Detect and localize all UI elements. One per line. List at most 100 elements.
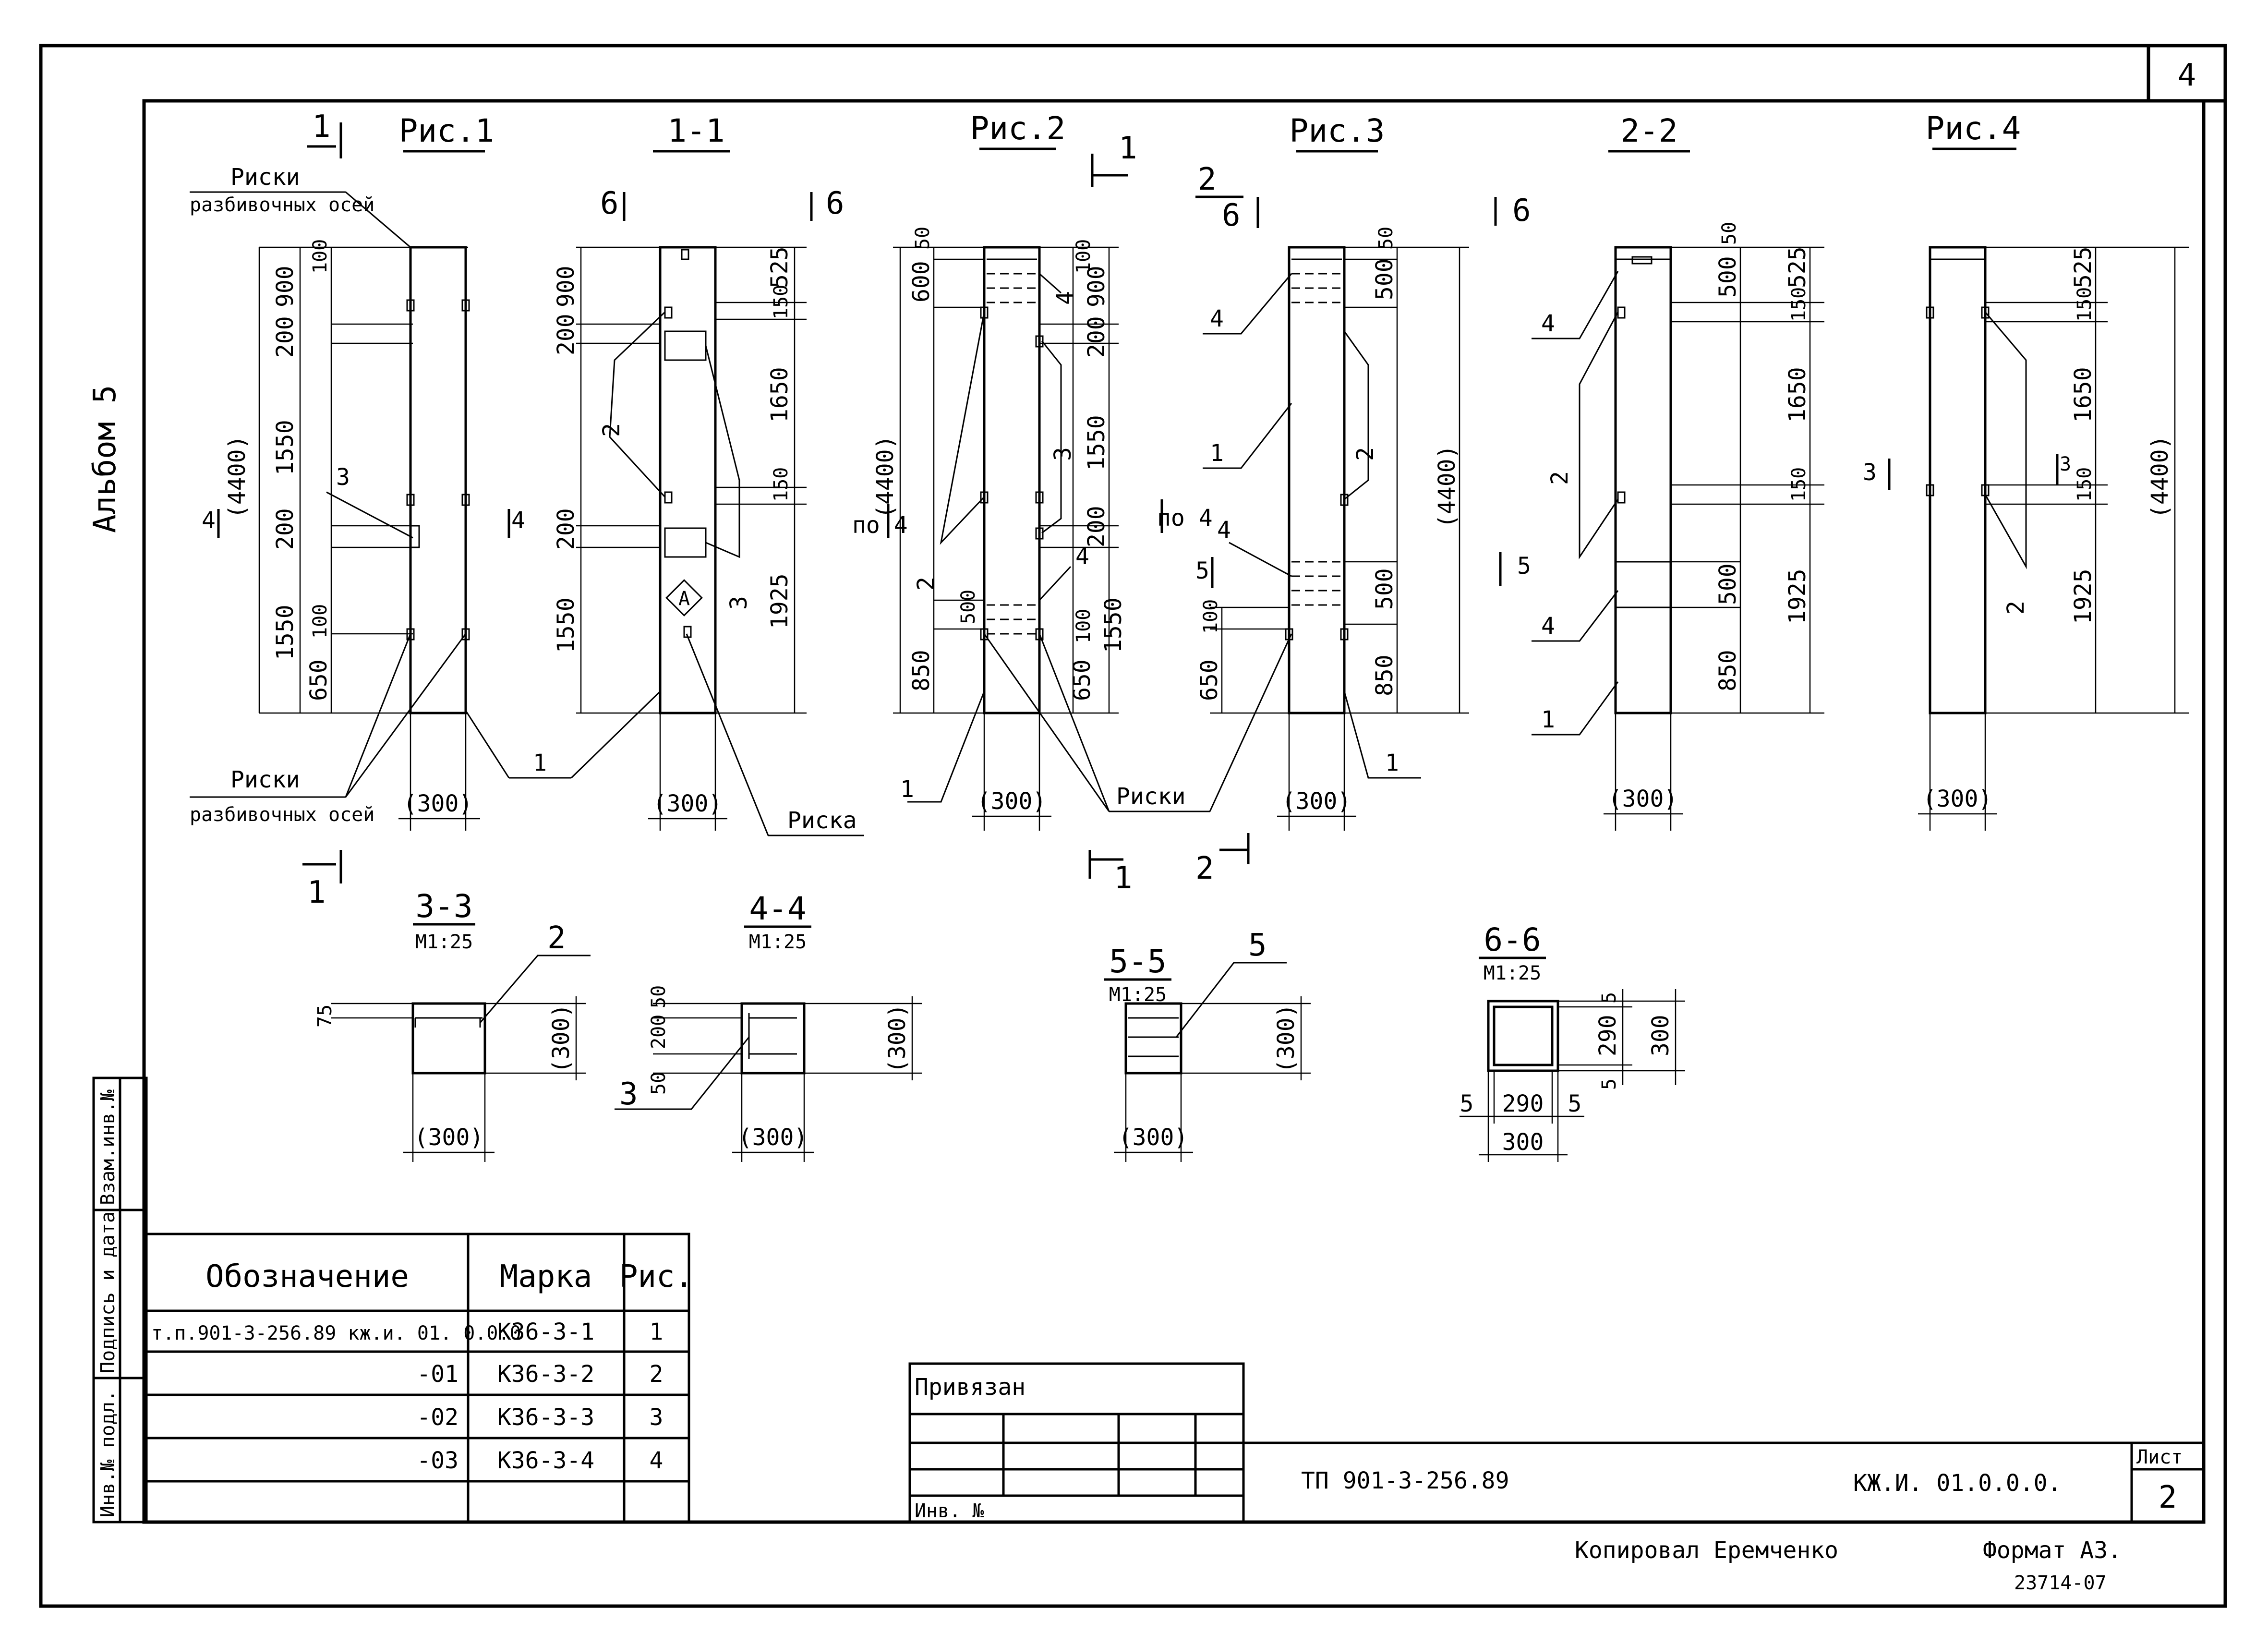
- fig2-dim-650: 650: [1069, 659, 1096, 701]
- spec-header-mark: Марка: [500, 1259, 592, 1294]
- spec-table: Обозначение Марка Рис. т.п.901-3-256.89 …: [145, 1233, 693, 1524]
- fig4-dim-150a: 150: [2074, 287, 2096, 322]
- sec11-title: 1-1: [667, 112, 724, 149]
- sec55-dim-right: (300): [1273, 1004, 1300, 1074]
- fig4-dim-150b: 150: [2074, 467, 2096, 502]
- sec44-leader: 3: [619, 1077, 638, 1112]
- table-row-2-fig: 2: [650, 1361, 664, 1388]
- section-5-5: 5-5 М1:25 (300) (300) 5: [1104, 928, 1311, 1162]
- sec44-square: [740, 1002, 806, 1075]
- table-row-1-mark: К36-3-1: [497, 1318, 594, 1345]
- fig4-mark-3: 3: [1863, 459, 1877, 486]
- sec22-num2: 2: [1546, 471, 1573, 485]
- fig2-dim-600: 600: [908, 261, 935, 302]
- sec55-scale: М1:25: [1109, 984, 1167, 1006]
- sec66-dim-b5b: 5: [1568, 1090, 1582, 1117]
- sec66-dim-b290: 290: [1502, 1090, 1544, 1117]
- fig2-column-body: [983, 246, 1041, 714]
- fig3-mark-6r: 6: [1512, 193, 1531, 229]
- fig3-num1b: 1: [1385, 750, 1399, 776]
- fig2-dim-500: 500: [957, 590, 979, 624]
- fig2-dim-850: 850: [908, 650, 935, 691]
- fig1-dim-200a: 200: [272, 508, 299, 550]
- corner-number: 4: [2178, 58, 2196, 93]
- sec33-dim-bottom: (300): [414, 1124, 484, 1151]
- sec11-num3: 3: [725, 596, 752, 610]
- corner-box: [2147, 44, 2227, 103]
- fig1-dim-100b: 100: [309, 604, 331, 639]
- fig2-dim-50: 50: [912, 227, 934, 250]
- sec66-dim-r290: 290: [1594, 1015, 1621, 1056]
- figure-2: Рис.2 1 (4400) 50 600 500 850 по 4: [852, 110, 1292, 896]
- sec33-square: [411, 1002, 486, 1075]
- sec11-width: (300): [653, 790, 723, 817]
- fig3-mark-bottom: 2: [1195, 851, 1214, 886]
- fig3-dim-850: 850: [1371, 654, 1398, 696]
- fig2-dim-100b: 100: [1073, 609, 1095, 643]
- fig1-title: Рис.1: [399, 112, 495, 149]
- sec22-dim-1925: 1925: [1784, 568, 1811, 624]
- fig2-title: Рис.2: [970, 110, 1066, 147]
- fig3-height: (4400): [1434, 445, 1460, 528]
- sec66-scale: М1:25: [1484, 962, 1541, 984]
- privyazan-title: Привязан: [915, 1374, 1025, 1401]
- fig1-column-body: [409, 246, 467, 714]
- fig2-num2: 2: [913, 577, 940, 591]
- sec11-dim-200b: 200: [553, 508, 579, 550]
- sec66-square-inner: [1493, 1005, 1554, 1066]
- fig2-mark-bottom: 1: [1114, 860, 1133, 896]
- fig2-dim-1550b: 1550: [1100, 597, 1127, 653]
- side-stamp: Инв.№ подл. Подпись и дата Взам.инв.№: [92, 1077, 148, 1524]
- sec22-dim-1650: 1650: [1784, 367, 1811, 423]
- fig2-dim-100a: 100: [1073, 239, 1095, 274]
- fig2-po4: по 4: [852, 512, 908, 539]
- sec33-leader: 2: [547, 920, 566, 956]
- sec22-dim-500b: 500: [1714, 563, 1741, 605]
- sec22-dim-150a: 150: [1788, 287, 1810, 322]
- fig3-mark-5r: 5: [1517, 553, 1531, 580]
- fig3-num1: 1: [1210, 440, 1224, 467]
- sec11-mark-left: 4: [511, 507, 525, 534]
- sec11-marker-a: А: [678, 588, 690, 610]
- sec44-dim-right: (300): [884, 1004, 911, 1074]
- fig2-num1: 1: [900, 776, 914, 803]
- title-strip: ТП 901-3-256.89 КЖ.И. 01.0.0.0. Лист 2 К…: [1243, 1441, 2205, 1594]
- fig4-width: (300): [1923, 786, 1992, 812]
- fig2-dim-1550a: 1550: [1083, 415, 1110, 471]
- fig1-section-side: 4: [202, 507, 216, 534]
- privyazan-box: Привязан Инв. №: [908, 1362, 1245, 1524]
- fig1-section-bottom: 1: [307, 875, 326, 910]
- fig4-height: (4400): [2147, 435, 2173, 519]
- fig1-riski-bottom-2: разбивочных осей: [190, 804, 374, 826]
- sec44-scale: М1:25: [749, 931, 807, 953]
- fig1-section-top: 1: [312, 109, 331, 145]
- sec66-dim-r5b: 5: [1598, 1078, 1620, 1090]
- fig3-title: Рис.3: [1290, 112, 1385, 149]
- stamp-vzam-inv: Взам.инв.№: [97, 1089, 119, 1205]
- fig2-riski: Риски: [1116, 783, 1186, 810]
- figure-1: Рис.1 Риски разбивочных осей 1 (4400) 15…: [190, 109, 571, 910]
- fig1-num1: 1: [533, 750, 547, 776]
- fig1-riski-top: Риски: [230, 164, 300, 191]
- sec11-dim-1925: 1925: [766, 573, 793, 629]
- sec11-riska: Риска: [787, 807, 857, 834]
- stamp-inv-podl: Инв.№ подл.: [97, 1390, 119, 1517]
- sheet-code: ТП 901-3-256.89: [1301, 1467, 1509, 1494]
- sec22-width: (300): [1608, 786, 1678, 812]
- fig3-dim-650: 650: [1196, 659, 1223, 701]
- sec22-dim-150b: 150: [1788, 467, 1810, 502]
- table-row-3-mark: К36-3-3: [497, 1404, 594, 1431]
- fig3-dim-500b: 500: [1371, 568, 1398, 610]
- fig4-dim-525: 525: [2070, 246, 2097, 288]
- fig3-dim-500a: 500: [1371, 258, 1398, 300]
- sheet-number: 2: [2159, 1480, 2177, 1515]
- fig3-mark-5: 5: [1195, 557, 1209, 584]
- sec66-title: 6-6: [1484, 921, 1541, 958]
- fig3-mark-top: 2: [1198, 162, 1217, 197]
- sec22-title: 2-2: [1620, 112, 1677, 149]
- sec22-num4a: 4: [1541, 310, 1555, 337]
- sec11-dim-1650: 1650: [766, 367, 793, 423]
- sec44-title: 4-4: [749, 890, 806, 927]
- sec11-mark-top-left: 6: [600, 186, 619, 221]
- section-3-3: 3-3 М1:25 75 (300) (300) 2: [314, 888, 591, 1162]
